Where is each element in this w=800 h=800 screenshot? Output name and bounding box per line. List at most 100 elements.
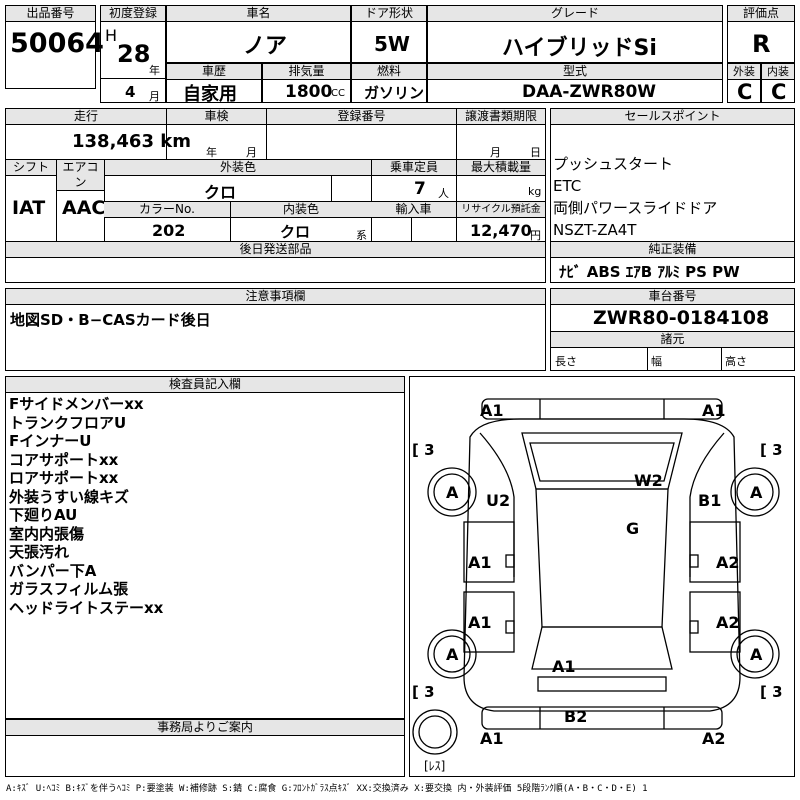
chassis-panel: 車台番号 ZWR80-0184108 諸元 長さ 幅 高さ xyxy=(550,288,795,371)
note-line: トランクフロアU xyxy=(9,413,127,432)
sales-point-list: プッシュスタート ETC 両側パワースライドドア NSZT-ZA4T xyxy=(553,153,717,241)
mark-a1-left-front-door: A1 xyxy=(468,553,492,572)
first-reg-label: 初度登録 xyxy=(101,6,165,22)
door-label: ドア形状 xyxy=(352,6,426,22)
caution-label: 注意事項欄 xyxy=(6,289,545,305)
mark-a-left-rear-wheel: A xyxy=(446,645,459,664)
mileage: 138,463 km xyxy=(72,131,191,152)
note-line: ガラスフィルム張 xyxy=(9,580,129,598)
mark-b2: B2 xyxy=(564,707,588,726)
inspector-panel: 検査員記入欄 Fサイドメンバーxx トランクフロアU FインナーU コアサポート… xyxy=(5,376,405,719)
capacity-unit: 人 xyxy=(438,187,449,200)
history-cell: 車歴 自家用 xyxy=(166,63,262,105)
damage-diagram: A1 A1 [ 3 [ 3 A A U2 W2 B1 G A1 A2 A1 A2… xyxy=(409,376,795,777)
mileage-label: 走行 xyxy=(6,109,166,125)
intcolor-label: 内装色 xyxy=(230,202,371,218)
later-parts-label: 後日発送部品 xyxy=(6,242,545,258)
note-line: 外装うすい線キズ xyxy=(9,487,130,506)
mark-w2: W2 xyxy=(634,471,663,490)
int-color: クロ xyxy=(280,223,311,241)
color-number: 202 xyxy=(152,221,186,240)
mark-3-bottom-left: [ 3 xyxy=(412,683,435,701)
spare-tire-label: [ﾚｽ] xyxy=(424,759,446,773)
note-line: 室内内張傷 xyxy=(9,524,85,543)
ext-label: 外装 xyxy=(728,64,760,80)
equipment-label: 純正装備 xyxy=(551,242,794,258)
sales-item: ETC xyxy=(553,177,582,195)
model-label: 型式 xyxy=(428,64,722,80)
load-label: 最大積載量 xyxy=(456,160,545,176)
mark-a1-front-left: A1 xyxy=(480,401,504,420)
reg-month: 4 xyxy=(125,83,136,101)
mark-3-top-left: [ 3 xyxy=(412,441,435,459)
mark-a1-rear-left: A1 xyxy=(480,729,504,748)
note-line: コアサポートxx xyxy=(9,450,119,469)
note-line: FインナーU xyxy=(9,432,92,450)
month-unit: 月 xyxy=(149,90,160,103)
int-label: 内装 xyxy=(762,64,794,80)
fuel-cell: 燃料 ガソリン xyxy=(351,63,427,103)
load-unit: kg xyxy=(528,185,542,198)
mark-3-top-right: [ 3 xyxy=(760,441,783,459)
note-line: 天張汚れ xyxy=(9,543,70,561)
inspector-notes: Fサイドメンバーxx トランクフロアU FインナーU コアサポートxx ロアサポ… xyxy=(9,395,163,617)
score: R xyxy=(752,30,771,58)
sales-item: プッシュスタート xyxy=(553,155,674,173)
regno-label: 登録番号 xyxy=(266,109,456,125)
length-label: 長さ xyxy=(555,355,577,368)
score-cell: 評価点 R xyxy=(727,5,795,63)
ext-color: クロ xyxy=(204,183,237,202)
color-label: 外装色 xyxy=(104,160,371,176)
ext-grade: C xyxy=(737,80,753,104)
history: 自家用 xyxy=(183,84,237,105)
lot-label: 出品番号 xyxy=(6,6,95,22)
mark-g: G xyxy=(626,519,640,538)
aircon: AAC xyxy=(62,197,106,219)
colorno-label: カラーNo. xyxy=(104,202,230,218)
note-line: ロアサポートxx xyxy=(9,469,119,487)
ext-cell: 外装 C xyxy=(727,63,761,104)
car-name-label: 車名 xyxy=(167,6,350,22)
grade-label: グレード xyxy=(428,6,722,22)
chassis-number: ZWR80-0184108 xyxy=(593,307,770,329)
shift: IAT xyxy=(12,197,46,219)
model-code: DAA-ZWR80W xyxy=(522,82,657,102)
mark-a1-left-rear-door: A1 xyxy=(468,613,492,632)
history-label: 車歴 xyxy=(167,64,261,80)
mark-a2-rear-right: A2 xyxy=(702,729,726,748)
first-reg-cell: 初度登録 H 28 年 4 月 xyxy=(100,5,166,103)
reg-year: 28 xyxy=(117,40,151,68)
sales-point-panel: セールスポイント プッシュスタート ETC 両側パワースライドドア NSZT-Z… xyxy=(550,108,795,283)
height-label: 高さ xyxy=(725,355,747,368)
specs-label: 諸元 xyxy=(551,332,794,348)
capacity: 7 xyxy=(414,179,426,199)
recycle-unit: 円 xyxy=(530,229,541,242)
shift-label: シフト xyxy=(6,160,56,176)
mark-b1: B1 xyxy=(698,491,722,510)
int-cell: 内装 C xyxy=(761,63,795,104)
recycle-fee: 12,470 xyxy=(470,221,532,240)
transfer-day-unit: 日 xyxy=(530,146,541,159)
note-line: バンパー下A xyxy=(9,561,97,580)
grade: ハイブリッドSi xyxy=(502,36,657,61)
mark-a-left-front-wheel: A xyxy=(446,483,459,502)
sales-item: NSZT-ZA4T xyxy=(553,221,637,239)
width-label: 幅 xyxy=(651,355,662,368)
displacement-label: 排気量 xyxy=(263,64,350,80)
damage-legend: A:ｷｽﾞ U:ﾍｺﾐ B:ｷｽﾞを伴うﾍｺﾐ P:要塗装 W:補修跡 S:錆 … xyxy=(6,784,648,794)
inspect-year-unit: 年 xyxy=(206,146,217,159)
inspect-label: 車検 xyxy=(166,109,266,125)
caution-panel: 注意事項欄 地図SD・B−CASカード後日 xyxy=(5,288,546,371)
capacity-label: 乗車定員 xyxy=(371,160,456,176)
office-panel: 事務局よりご案内 xyxy=(5,719,405,777)
score-label: 評価点 xyxy=(728,6,794,22)
office-label: 事務局よりご案内 xyxy=(6,720,404,736)
era: H xyxy=(105,26,118,45)
mark-u2: U2 xyxy=(486,491,511,510)
int-grade: C xyxy=(771,80,787,104)
inspect-month-unit: 月 xyxy=(246,146,257,159)
fuel-label: 燃料 xyxy=(352,64,426,80)
model-cell: 型式 DAA-ZWR80W xyxy=(427,63,723,103)
mark-3-bottom-right: [ 3 xyxy=(760,683,783,701)
caution-text: 地図SD・B−CASカード後日 xyxy=(10,311,211,329)
